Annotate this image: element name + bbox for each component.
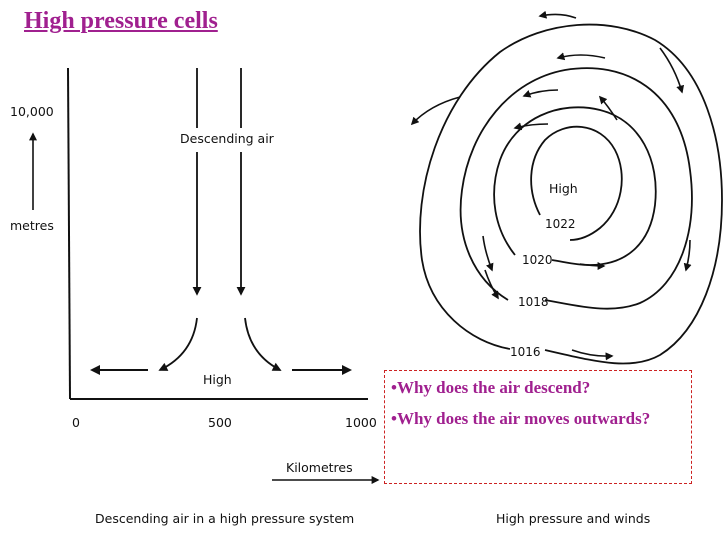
x-tick-0: 0	[72, 415, 80, 430]
high-label-right: High	[549, 181, 578, 196]
wind-arrow	[538, 10, 577, 19]
high-pressure-winds-diagram: High 1022 1020 1018 1016	[410, 10, 723, 365]
question-item: •Why does the air descend?	[391, 378, 591, 397]
y-axis	[67, 67, 71, 400]
isobar-1018	[459, 67, 693, 310]
wind-arrow	[484, 269, 499, 300]
x-tick-1000: 1000	[345, 415, 377, 430]
curve-arrow-right	[244, 317, 282, 371]
descending-air-diagram: 10,000 metres Descending air High 0 500 …	[10, 67, 380, 526]
high-label-left: High	[203, 372, 232, 387]
y-unit-label: metres	[10, 218, 54, 233]
wind-arrow	[513, 122, 549, 131]
question-item: •Why does the air moves outwards?	[391, 409, 651, 428]
x-unit-label: Kilometres	[286, 460, 353, 475]
wind-arrow	[659, 47, 685, 94]
wind-arrow	[598, 95, 618, 121]
descending-air-label: Descending air	[180, 131, 275, 146]
wind-arrow	[571, 349, 614, 361]
questions-box: •Why does the air descend? •Why does the…	[384, 370, 692, 484]
question-text: Why does the air moves outwards?	[396, 409, 651, 428]
wind-arrow	[482, 235, 494, 272]
left-caption: Descending air in a high pressure system	[95, 511, 354, 526]
y-top-label: 10,000	[10, 104, 54, 119]
wind-arrow	[556, 52, 606, 61]
isobar-label-1018: 1018	[518, 295, 549, 309]
wind-arrow	[522, 89, 559, 98]
x-tick-500: 500	[208, 415, 232, 430]
isobar-1022	[530, 125, 623, 241]
question-text: Why does the air descend?	[396, 378, 591, 397]
wind-arrow	[579, 261, 606, 270]
isobar-1016	[419, 23, 723, 365]
slide-title: High pressure cells	[24, 8, 218, 34]
isobar-label-1022: 1022	[545, 217, 576, 231]
wind-arrow	[410, 96, 461, 126]
curve-arrow-left	[158, 317, 198, 371]
wind-arrow	[683, 239, 692, 272]
isobar-label-1016: 1016	[510, 345, 541, 359]
isobar-label-1020: 1020	[522, 253, 553, 267]
